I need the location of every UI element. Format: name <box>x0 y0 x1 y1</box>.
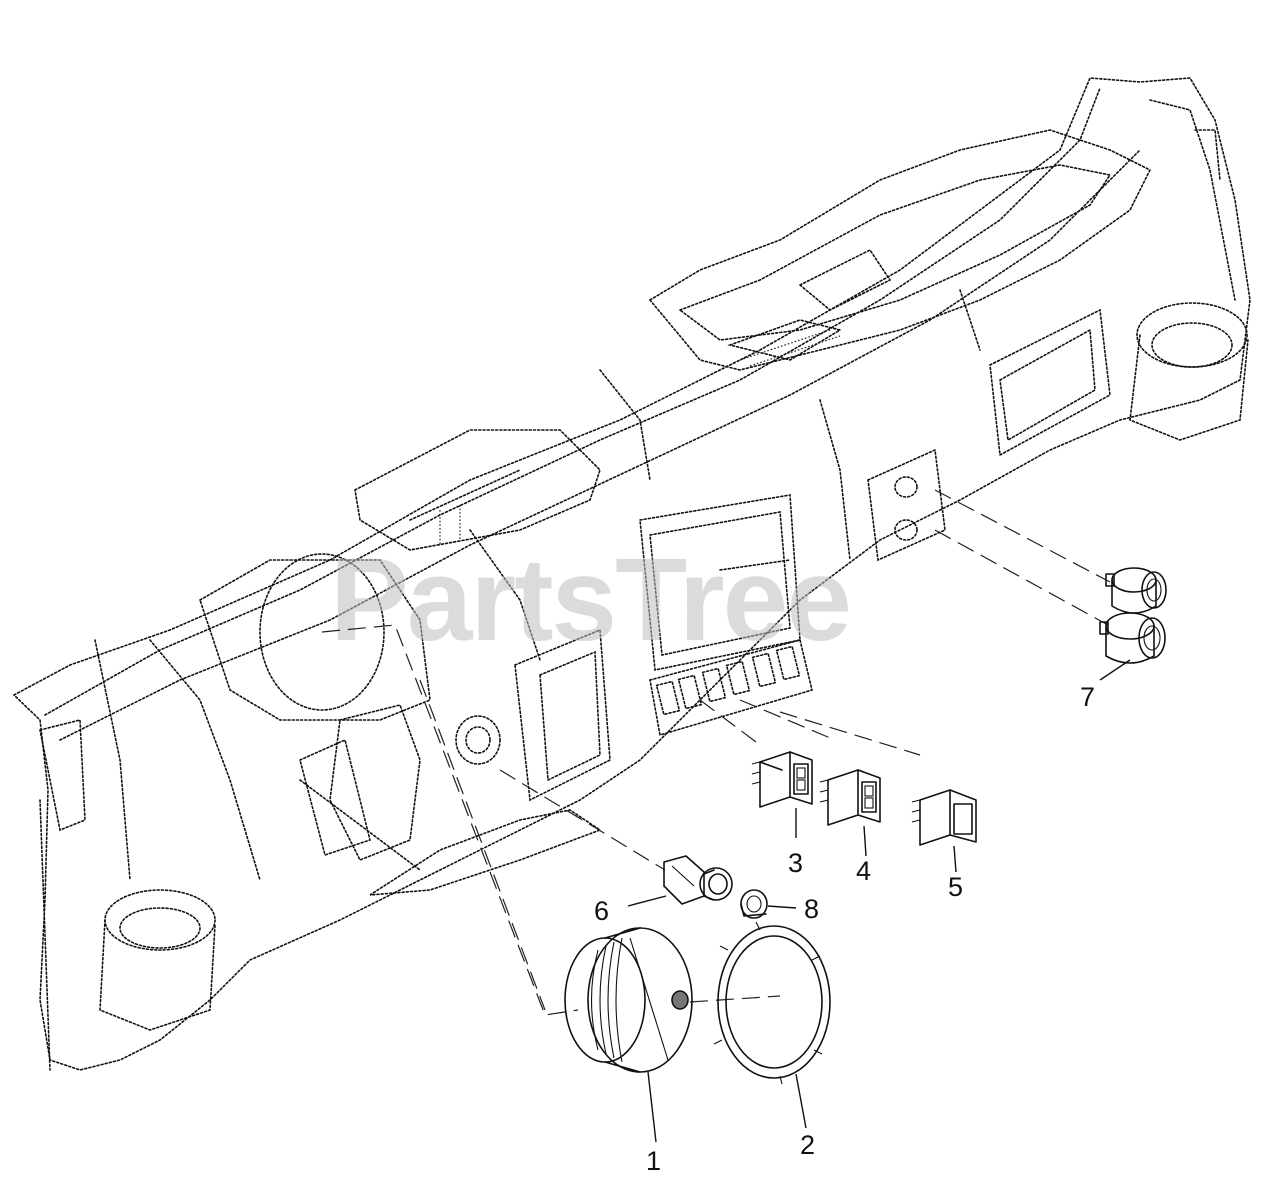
power-outlet-icon <box>1099 567 1167 681</box>
watermark-text: PartsTree <box>330 534 850 666</box>
nut-icon <box>740 889 797 919</box>
callout-3: 3 <box>788 848 803 878</box>
callout-2: 2 <box>800 1130 815 1160</box>
rocker-switch-icon <box>751 751 977 873</box>
switch-bank-slots <box>655 645 801 716</box>
explosion-lines <box>321 489 1111 1016</box>
callout-5: 5 <box>948 872 963 902</box>
callout-6: 6 <box>594 896 609 926</box>
dashboard-panel <box>12 77 1251 1071</box>
ignition-switch-icon <box>627 855 733 907</box>
callout-labels: 1 2 3 4 5 6 7 8 <box>594 682 1095 1176</box>
callout-7: 7 <box>1080 682 1095 712</box>
callout-8: 8 <box>804 894 819 924</box>
callout-1: 1 <box>646 1146 661 1176</box>
callout-4: 4 <box>856 856 871 886</box>
gauge-cluster-icon <box>564 927 693 1143</box>
bezel-ring-icon <box>713 921 831 1129</box>
